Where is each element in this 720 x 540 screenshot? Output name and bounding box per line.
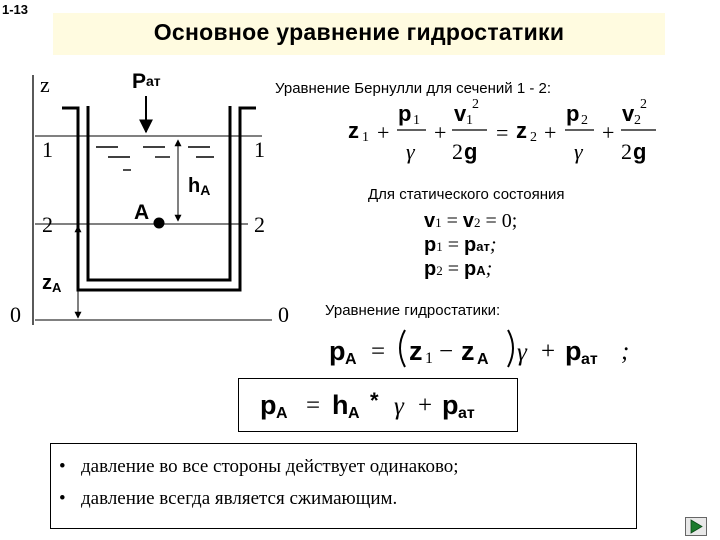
svg-text:−: − <box>439 338 453 365</box>
level-2-right: 2 <box>254 212 265 237</box>
hydrostatics-equation: p A = z 1 − z A γ + p ат ; <box>329 329 629 368</box>
svg-text:p: p <box>566 101 579 126</box>
svg-text:γ: γ <box>517 339 528 366</box>
svg-text:;: ; <box>621 338 629 365</box>
svg-text:h: h <box>332 390 349 420</box>
svg-text:z: z <box>409 336 423 366</box>
point-a-dot <box>153 217 165 229</box>
vessel-walls <box>62 106 256 292</box>
svg-text:1: 1 <box>413 113 420 128</box>
svg-text:2: 2 <box>621 139 632 164</box>
static-conditions: v1 = v2 = 0; p1 = pат; p2 = pA; <box>424 210 517 282</box>
z-a-label: zA <box>42 272 62 295</box>
p-at-label: Pат <box>132 70 161 93</box>
svg-text:2: 2 <box>530 130 537 145</box>
svg-text:γ: γ <box>394 393 405 420</box>
title-background <box>53 13 665 55</box>
static-line-3: p2 = pA; <box>424 258 493 280</box>
svg-text:z: z <box>461 336 475 366</box>
svg-text:v: v <box>622 101 635 126</box>
svg-text:A: A <box>276 405 288 422</box>
static-line-2: p1 = pат; <box>424 234 497 256</box>
svg-text:=: = <box>371 338 385 365</box>
level-2-left: 2 <box>42 212 53 237</box>
svg-text:2: 2 <box>634 113 641 128</box>
svg-text:=: = <box>496 120 508 145</box>
svg-text:z: z <box>348 118 359 143</box>
svg-text:A: A <box>345 351 357 368</box>
conclusions-box: • давление во все стороны действует одина… <box>50 443 637 529</box>
point-a-label: A <box>134 201 149 224</box>
boxed-equation-frame <box>238 378 518 432</box>
svg-text:*: * <box>370 388 379 413</box>
svg-text:p: p <box>442 390 459 420</box>
level-1-right: 1 <box>254 137 265 162</box>
svg-text:2: 2 <box>581 113 588 128</box>
bernoulli-caption: Уравнение Бернулли для сечений 1 - 2: <box>275 80 552 97</box>
svg-text:1: 1 <box>425 350 433 367</box>
svg-text:p: p <box>329 336 346 366</box>
h-a-label: hA <box>188 175 210 198</box>
svg-text:p: p <box>398 101 411 126</box>
svg-text:A: A <box>477 351 489 368</box>
water-surface-marks <box>96 146 214 171</box>
svg-text:+: + <box>541 338 555 365</box>
static-caption: Для статического состояния <box>368 186 565 203</box>
svg-text:+: + <box>377 120 389 145</box>
slide-number: 1-13 <box>2 2 29 17</box>
svg-text:+: + <box>434 120 446 145</box>
svg-text:z: z <box>516 118 527 143</box>
svg-text:2: 2 <box>640 97 647 112</box>
svg-text:ат: ат <box>581 351 598 368</box>
svg-text:A: A <box>348 405 360 422</box>
static-line-1: v1 = v2 = 0; <box>424 210 518 232</box>
level-0-left: 0 <box>10 302 21 327</box>
svg-text:p: p <box>565 336 582 366</box>
svg-text:2: 2 <box>472 97 479 112</box>
svg-text:p: p <box>260 390 277 420</box>
svg-text:=: = <box>306 392 320 419</box>
boxed-equation: p A = h A * γ + p ат <box>260 388 475 422</box>
svg-text:+: + <box>544 120 556 145</box>
svg-text:+: + <box>418 392 432 419</box>
bullet-icon: • <box>59 456 66 477</box>
svg-text:1: 1 <box>466 113 473 128</box>
vessel-diagram: z 1 1 2 2 0 0 Pат hA A zA <box>10 70 289 327</box>
svg-text:γ: γ <box>574 139 584 164</box>
bullet-item: • давление всегда является сжимающим. <box>59 488 397 510</box>
next-slide-arrow-icon[interactable] <box>685 517 707 536</box>
bullet-text: давление во все стороны действует одинак… <box>81 456 459 477</box>
svg-text:1: 1 <box>362 130 369 145</box>
page-title: Основное уравнение гидростатики <box>153 19 565 45</box>
bullet-item: • давление во все стороны действует одина… <box>59 456 459 478</box>
svg-text:g: g <box>464 139 477 164</box>
hydrostatics-caption: Уравнение гидростатики: <box>325 302 501 319</box>
bullet-icon: • <box>59 488 66 509</box>
level-0-right: 0 <box>278 302 289 327</box>
z-axis-label: z <box>40 72 50 97</box>
svg-text:g: g <box>633 139 646 164</box>
svg-text:2: 2 <box>452 139 463 164</box>
svg-text:γ: γ <box>406 139 416 164</box>
bernoulli-equation: z 1 + p 1 γ + v 1 2 2 g = z 2 + p 2 γ + … <box>348 97 656 164</box>
svg-text:v: v <box>454 101 467 126</box>
level-1-left: 1 <box>42 137 53 162</box>
svg-text:+: + <box>602 120 614 145</box>
svg-text:ат: ат <box>458 405 475 422</box>
bullet-text: давление всегда является сжимающим. <box>81 488 398 509</box>
